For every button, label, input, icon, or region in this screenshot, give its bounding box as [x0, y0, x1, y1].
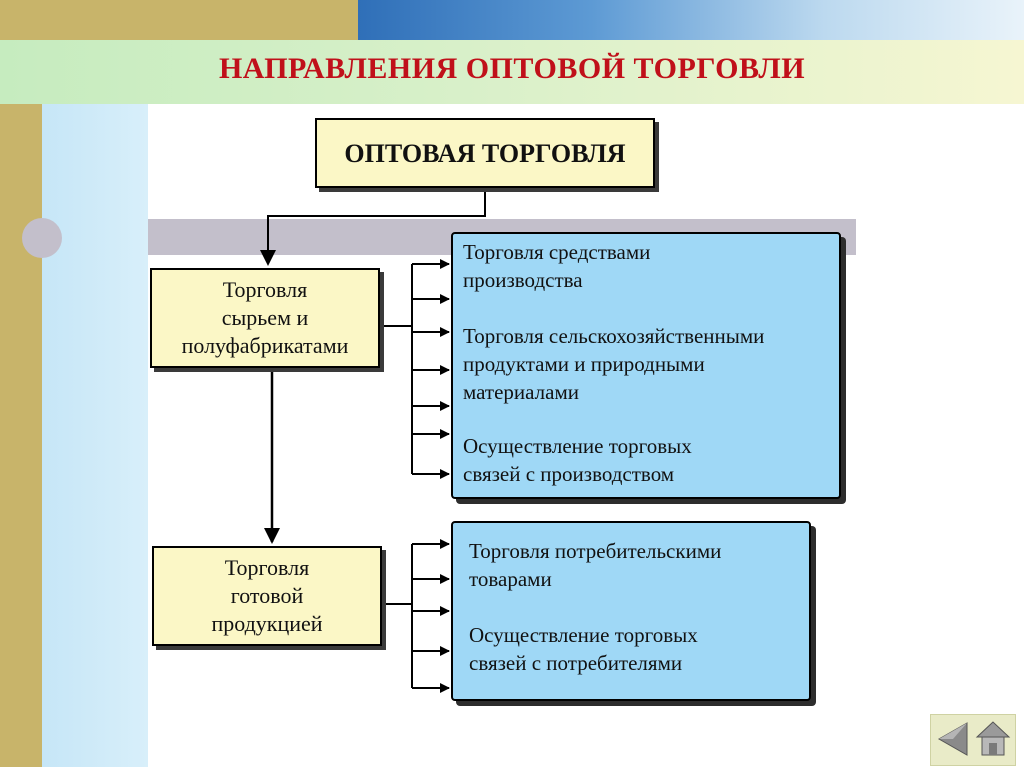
- direction-item: Торговля сельскохозяйственными продуктам…: [463, 324, 765, 404]
- left-gold-stripe: [0, 0, 42, 767]
- finished-goods-box: Торговля готовой продукцией: [152, 546, 382, 646]
- left-blue-stripe: [42, 0, 148, 767]
- title-band: [0, 40, 1024, 104]
- raw-materials-box: Торговля сырьем и полуфабрикатами: [150, 268, 380, 368]
- raw-materials-label: Торговля сырьем и полуфабрикатами: [181, 277, 349, 358]
- production-directions-box: Торговля средствами производства Торговл…: [451, 232, 841, 499]
- finished-bracket: [382, 539, 450, 693]
- direction-item: Торговля потребительскими товарами: [469, 539, 722, 591]
- direction-item: Осуществление торговых связей с потребит…: [469, 623, 698, 675]
- finished-goods-label: Торговля готовой продукцией: [211, 555, 323, 636]
- house-icon[interactable]: [975, 719, 1011, 759]
- direction-item: Торговля средствами производства: [463, 240, 651, 292]
- top-gold-bar: [0, 0, 358, 40]
- root-label: ОПТОВАЯ ТОРГОВЛЯ: [344, 139, 626, 168]
- decorative-circle: [22, 218, 62, 258]
- root-to-raw-connector: [260, 188, 486, 266]
- top-blue-bar: [358, 0, 1024, 40]
- navigation-panel: [930, 714, 1016, 766]
- triangle-left-icon[interactable]: [935, 719, 971, 759]
- direction-item: Осуществление торговых связей с производ…: [463, 434, 692, 486]
- slide-title: НАПРАВЛЕНИЯ ОПТОВОЙ ТОРГОВЛИ: [218, 52, 806, 85]
- root-box: ОПТОВАЯ ТОРГОВЛЯ: [315, 118, 655, 188]
- raw-bracket: [380, 259, 450, 479]
- consumer-directions-box: Торговля потребительскими товарами Осуще…: [451, 521, 811, 701]
